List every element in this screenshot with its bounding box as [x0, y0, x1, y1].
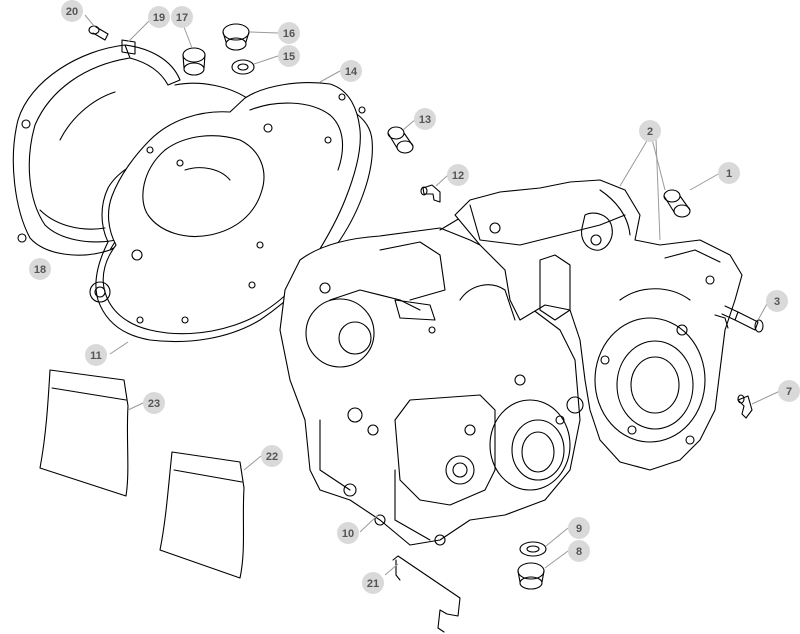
- callout-1: 1: [718, 162, 740, 184]
- callout-9: 9: [568, 517, 590, 539]
- svg-text:12: 12: [452, 170, 464, 182]
- svg-text:2: 2: [647, 126, 653, 138]
- part-12-elbow: [420, 184, 441, 203]
- callout-3: 3: [766, 290, 788, 312]
- callout-12: 12: [447, 164, 469, 186]
- svg-text:13: 13: [419, 114, 431, 126]
- callout-15: 15: [278, 45, 300, 67]
- svg-text:16: 16: [283, 28, 295, 40]
- svg-text:19: 19: [153, 12, 165, 24]
- callout-2: 2: [639, 120, 661, 142]
- part-21-clip: [392, 555, 461, 633]
- svg-text:1: 1: [726, 168, 732, 180]
- svg-text:17: 17: [176, 12, 188, 24]
- callout-21: 21: [362, 572, 384, 594]
- part-left-crankcase: [279, 217, 584, 546]
- callout-14: 14: [340, 60, 362, 82]
- svg-text:7: 7: [786, 386, 792, 398]
- svg-text:3: 3: [774, 296, 780, 308]
- svg-text:11: 11: [90, 350, 102, 362]
- part-1-bushing: [663, 189, 691, 218]
- part-right-crankcase: [454, 179, 743, 471]
- part-20-screw: [88, 25, 109, 41]
- svg-text:9: 9: [576, 523, 582, 535]
- part-22-bag: [159, 451, 245, 579]
- callout-8: 8: [568, 540, 590, 562]
- svg-text:20: 20: [66, 6, 78, 18]
- callout-13: 13: [414, 108, 436, 130]
- svg-text:23: 23: [148, 398, 160, 410]
- callout-10: 10: [337, 522, 359, 544]
- part-17-plug: [182, 47, 206, 76]
- svg-text:15: 15: [283, 51, 295, 63]
- callout-16: 16: [278, 22, 300, 44]
- callout-23: 23: [143, 392, 165, 414]
- callout-17: 17: [171, 6, 193, 28]
- part-13-bushing: [387, 126, 414, 154]
- svg-text:10: 10: [342, 528, 354, 540]
- leader-lines: [84, 14, 781, 576]
- part-7-elbow: [737, 394, 753, 419]
- svg-text:8: 8: [576, 546, 582, 558]
- part-8-plug: [517, 562, 545, 590]
- callout-20: 20: [61, 0, 83, 22]
- part-9-washer: [519, 541, 547, 557]
- svg-text:14: 14: [345, 66, 358, 78]
- callout-18: 18: [29, 258, 51, 280]
- part-3-bolt: [721, 305, 764, 333]
- part-16-plug: [222, 23, 250, 51]
- callout-7: 7: [778, 380, 800, 402]
- svg-text:21: 21: [367, 578, 379, 590]
- callout-19: 19: [148, 6, 170, 28]
- svg-text:18: 18: [34, 264, 46, 276]
- callout-11: 11: [85, 344, 107, 366]
- part-23-bag: [39, 369, 129, 497]
- svg-text:22: 22: [266, 451, 278, 463]
- part-15-washer: [231, 59, 255, 75]
- callout-22: 22: [261, 445, 283, 467]
